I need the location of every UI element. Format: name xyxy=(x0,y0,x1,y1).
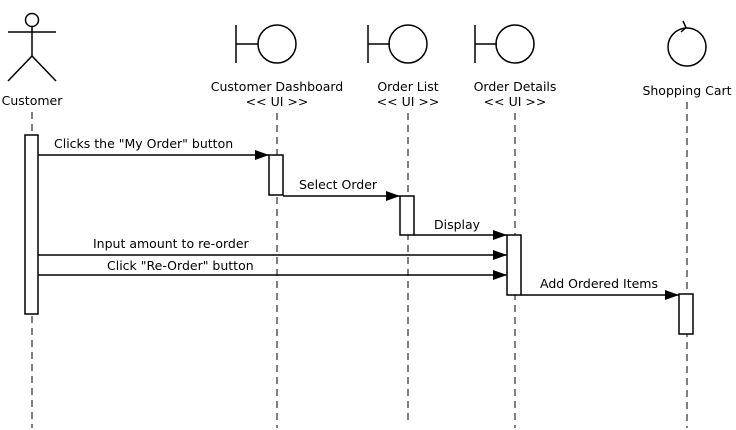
participant-shopping-cart: Shopping Cart xyxy=(642,20,732,428)
participant-stereotype: << UI >> xyxy=(246,94,309,109)
activation-bar-customer xyxy=(24,134,39,315)
participant-order-details: Order Details << UI >> xyxy=(474,24,557,428)
participant-name: Order List xyxy=(377,79,438,94)
message-display: Display xyxy=(414,217,507,240)
message-label: Add Ordered Items xyxy=(540,276,658,291)
participant-name: Shopping Cart xyxy=(642,83,731,98)
activation-bar-order-list xyxy=(399,195,415,236)
activation-bar-customer-dashboard xyxy=(268,154,284,196)
participant-name: Customer Dashboard xyxy=(211,79,344,94)
message-click-re-order: Click "Re-Order" button xyxy=(38,258,507,280)
boundary-icon xyxy=(474,24,535,64)
participant-customer-dashboard: Customer Dashboard << UI >> xyxy=(211,24,344,428)
participant-stereotype: << UI >> xyxy=(377,94,440,109)
message-label: Input amount to re-order xyxy=(93,236,250,251)
message-clicks-my-order: Clicks the "My Order" button xyxy=(38,136,269,160)
participant-order-list: Order List << UI >> xyxy=(367,24,440,422)
control-icon xyxy=(667,20,707,67)
boundary-icon xyxy=(235,24,297,64)
participant-stereotype: << UI >> xyxy=(484,94,547,109)
activation-bar-order-details xyxy=(506,234,522,296)
message-select-order: Select Order xyxy=(283,177,400,201)
message-label: Clicks the "My Order" button xyxy=(54,136,233,151)
participant-name: Order Details xyxy=(474,79,557,94)
message-label: Click "Re-Order" button xyxy=(107,258,254,273)
participant-name: Customer xyxy=(2,93,64,108)
message-label: Display xyxy=(434,217,481,232)
actor-icon xyxy=(7,12,57,82)
message-label: Select Order xyxy=(299,177,378,192)
boundary-icon xyxy=(367,24,428,64)
message-input-amount: Input amount to re-order xyxy=(38,236,507,260)
activation-bar-shopping-cart xyxy=(678,293,694,335)
message-add-ordered-items: Add Ordered Items xyxy=(521,276,679,300)
